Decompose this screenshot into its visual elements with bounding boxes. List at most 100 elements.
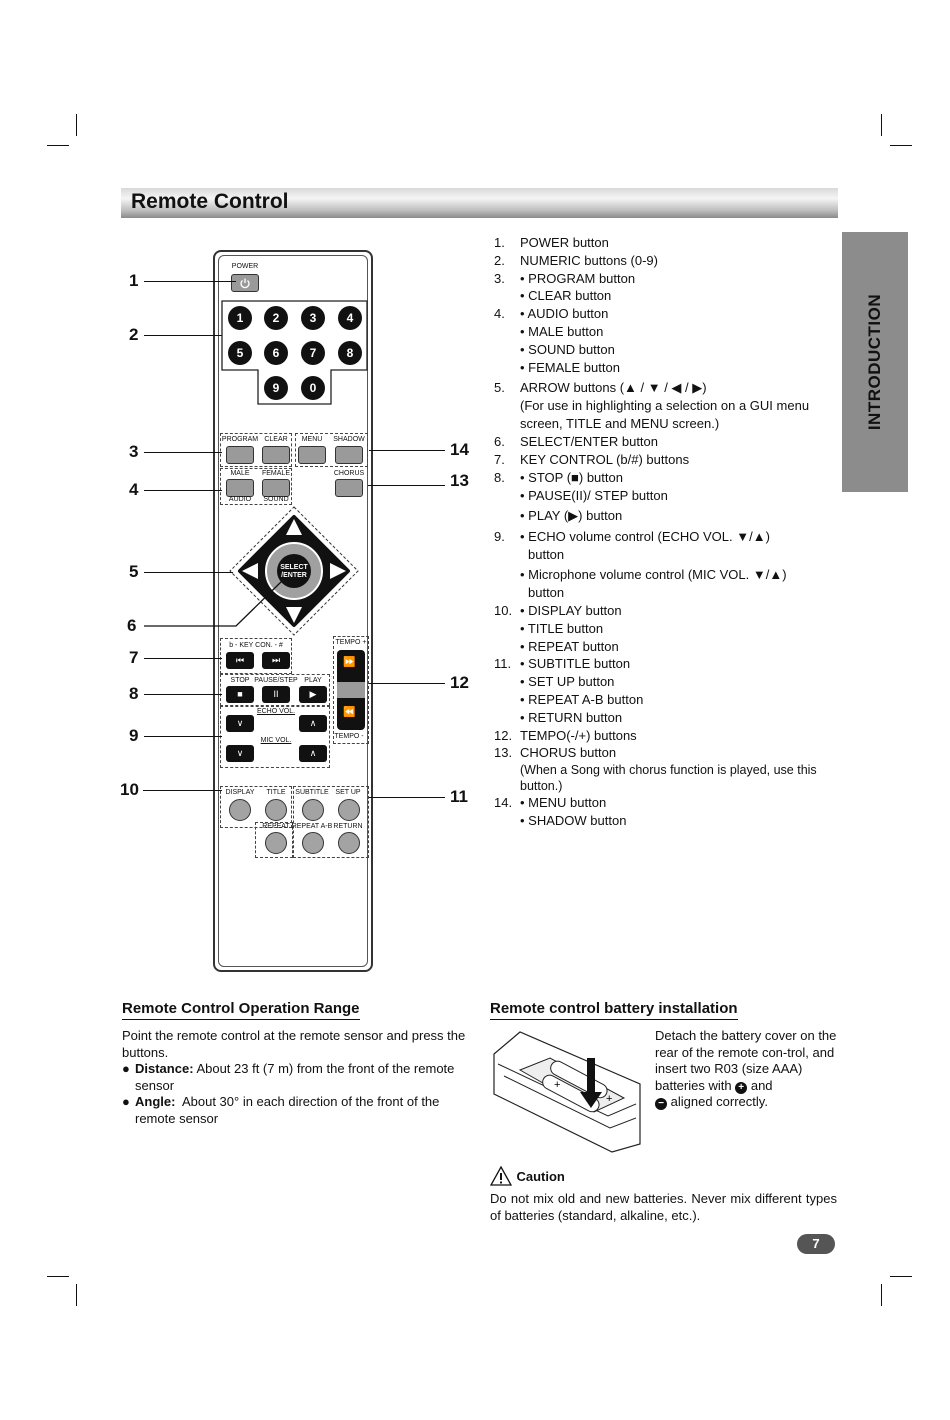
tempo-center <box>337 682 365 698</box>
callout-line <box>144 572 233 573</box>
callout-line <box>144 452 222 453</box>
power-button <box>231 274 259 292</box>
list-item: • PAUSE(II)/ STEP button <box>520 488 668 504</box>
male-label: MALE <box>230 470 250 477</box>
numeric-box-outline <box>221 300 368 405</box>
number-button-1: 1 <box>228 306 252 330</box>
list-item: 6.SELECT/ENTER button <box>494 433 658 449</box>
warning-icon <box>489 1165 513 1186</box>
play-button: ▶ <box>299 686 327 703</box>
caution-text: Do not mix old and new batteries. Never … <box>490 1191 837 1223</box>
callout-12: 12 <box>450 673 469 692</box>
range-distance: ●Distance: About 23 ft (7 m) from the fr… <box>122 1061 455 1093</box>
menu-label: MENU <box>301 436 323 443</box>
list-item: • REPEAT A-B button <box>520 691 644 707</box>
program-clear-group <box>220 433 292 467</box>
number-button-4: 4 <box>338 306 362 330</box>
list-item: 2.NUMERIC buttons (0-9) <box>494 252 658 268</box>
power-label: POWER <box>231 263 259 270</box>
arrow-pad: SELECT /ENTER <box>229 506 359 636</box>
range-angle: ●Angle: About 30° in each direction of t… <box>122 1094 440 1126</box>
list-item: • SOUND button <box>520 341 615 357</box>
list-item: • CLEAR button <box>520 288 612 304</box>
arrow-up-icon <box>286 519 302 535</box>
callout-line <box>144 658 222 659</box>
crop-mark <box>890 1276 912 1277</box>
callout-line <box>144 281 236 282</box>
list-item: 4.• AUDIO button <box>494 306 609 322</box>
plus-icon: + <box>735 1081 748 1094</box>
list-item: • Microphone volume control (MIC VOL. ▼/… <box>520 567 787 583</box>
key-sharp-button: ⏭ <box>262 652 290 669</box>
crop-mark <box>47 145 69 146</box>
echo-down-button: ∨ <box>226 715 254 732</box>
tempo-plus-label: TEMPO + <box>335 639 367 646</box>
callout-line <box>369 797 445 798</box>
callout-2: 2 <box>129 325 139 344</box>
echo-mic-group <box>220 706 330 768</box>
list-item: • SHADOW button <box>520 812 627 828</box>
callout-line-6 <box>144 580 283 627</box>
crop-mark <box>76 114 77 136</box>
arrow-left-icon <box>242 563 258 579</box>
chorus-label: CHORUS <box>333 470 365 477</box>
title-button <box>265 799 287 821</box>
power-icon <box>240 278 250 289</box>
callout-3: 3 <box>129 442 139 461</box>
echo-up-button: ∧ <box>299 715 327 732</box>
list-item: 10.• DISPLAY button <box>494 602 622 618</box>
list-item: • MALE button <box>520 323 604 339</box>
repeat-ab-label: REPEAT A-B <box>291 823 333 830</box>
list-item: • SET UP button <box>520 674 615 690</box>
list-item: button <box>528 585 565 601</box>
callout-14: 14 <box>450 440 469 459</box>
audio-group <box>220 468 292 505</box>
battery-heading: Remote control battery installation <box>490 1000 738 1020</box>
remote-illustration <box>213 250 373 972</box>
number-button-0: 0 <box>301 376 325 400</box>
battery-text: Detach the battery cover on the rear of … <box>655 1028 837 1110</box>
side-tab: INTRODUCTION <box>842 232 908 492</box>
callout-line <box>144 736 222 737</box>
mic-up-button: ∧ <box>299 745 327 762</box>
tempo-group <box>333 636 369 744</box>
callout-line <box>144 694 222 695</box>
list-item: 8.• STOP (■) button <box>494 470 623 486</box>
callout-7: 7 <box>129 648 139 667</box>
repeat-group <box>255 822 293 858</box>
tempo-down-icon: ⏪ <box>343 707 356 718</box>
list-item: 7.KEY CONTROL (b/#) buttons <box>494 451 690 467</box>
callout-4: 4 <box>129 480 139 499</box>
echo-vol-label: ECHO VOL. <box>256 708 296 715</box>
list-item: 5.ARROW buttons (▲ / ▼ / ◀ / ▶) <box>494 380 707 396</box>
number-button-2: 2 <box>264 306 288 330</box>
repeat-label: REPEAT <box>262 823 290 830</box>
shadow-label: SHADOW <box>333 436 365 443</box>
list-item: (For use in highlighting a selection on … <box>520 398 810 431</box>
mic-vol-label: MIC VOL. <box>260 737 292 744</box>
number-button-9: 9 <box>264 376 288 400</box>
crop-mark <box>890 145 912 146</box>
setup-label: SET UP <box>335 789 361 796</box>
title-label: TITLE <box>266 789 286 796</box>
setup-button <box>338 799 360 821</box>
stop-button: ■ <box>226 686 254 703</box>
callout-line <box>144 490 222 491</box>
list-item: 14.• MENU button <box>494 795 607 811</box>
callout-1: 1 <box>129 271 139 290</box>
clear-label: CLEAR <box>264 436 288 443</box>
pause-label: PAUSE/STEP <box>254 677 298 684</box>
list-item: • RETURN button <box>520 709 623 725</box>
side-tab-label: INTRODUCTION <box>865 293 884 431</box>
range-text: Point the remote control at the remote s… <box>122 1028 472 1127</box>
select-label-1: SELECT <box>280 564 308 571</box>
female-label: FEMALE <box>261 470 291 477</box>
range-intro: Point the remote control at the remote s… <box>122 1028 466 1060</box>
callout-6: 6 <box>127 616 137 635</box>
pause-button: II <box>262 686 290 703</box>
subtitle-group <box>293 786 369 858</box>
crop-mark <box>76 1284 77 1306</box>
shadow-button <box>335 446 363 464</box>
number-button-3: 3 <box>301 306 325 330</box>
callout-11: 11 <box>450 787 468 806</box>
